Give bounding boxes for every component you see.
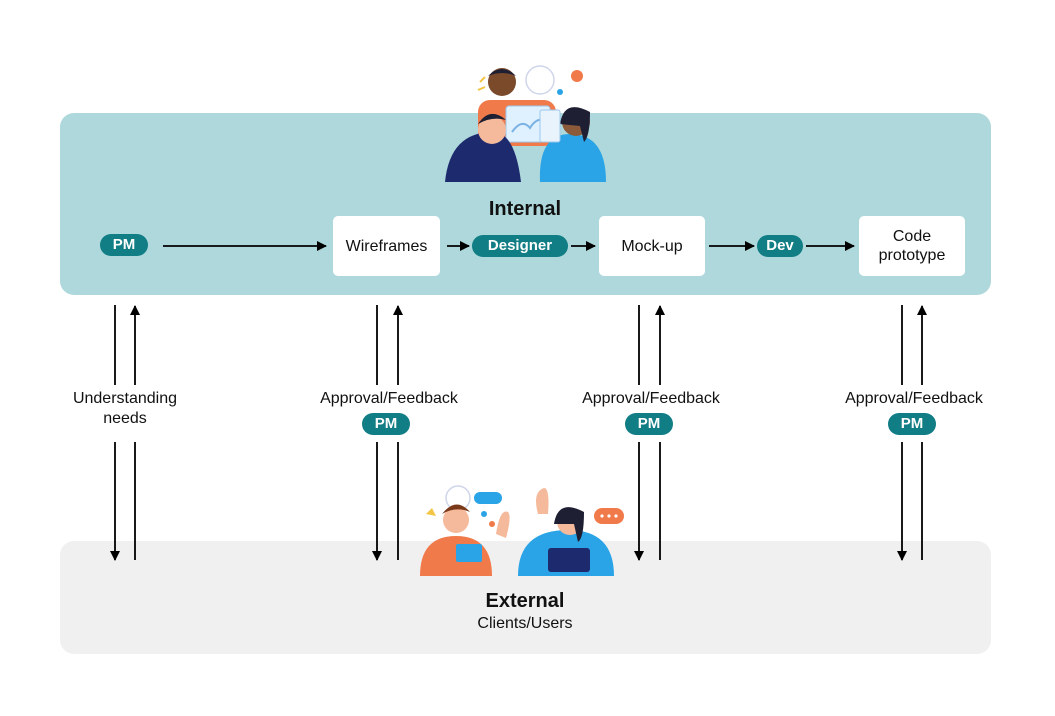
pm-pill-feedback-2: PM (625, 413, 673, 435)
understanding-needs-label: Understanding needs (55, 389, 195, 429)
internal-title: Internal (488, 198, 562, 220)
team-illustration (445, 65, 606, 182)
approval-feedback-label-3: Approval/Feedback (830, 389, 998, 409)
designer-pill: Designer (472, 235, 568, 257)
stage-wireframes: Wireframes (333, 216, 440, 276)
pm-pill-start: PM (100, 234, 148, 256)
approval-feedback-label-2: Approval/Feedback (567, 389, 735, 409)
dev-pill: Dev (757, 235, 803, 257)
pm-pill-feedback-3: PM (888, 413, 936, 435)
stage-code-prototype: Code prototype (859, 216, 965, 276)
approval-feedback-label-1: Approval/Feedback (305, 389, 473, 409)
stage-mockup: Mock-up (599, 216, 705, 276)
external-title: External (485, 590, 565, 612)
clients-illustration (420, 485, 624, 576)
external-subtitle: Clients/Users (477, 615, 573, 632)
pm-pill-feedback-1: PM (362, 413, 410, 435)
